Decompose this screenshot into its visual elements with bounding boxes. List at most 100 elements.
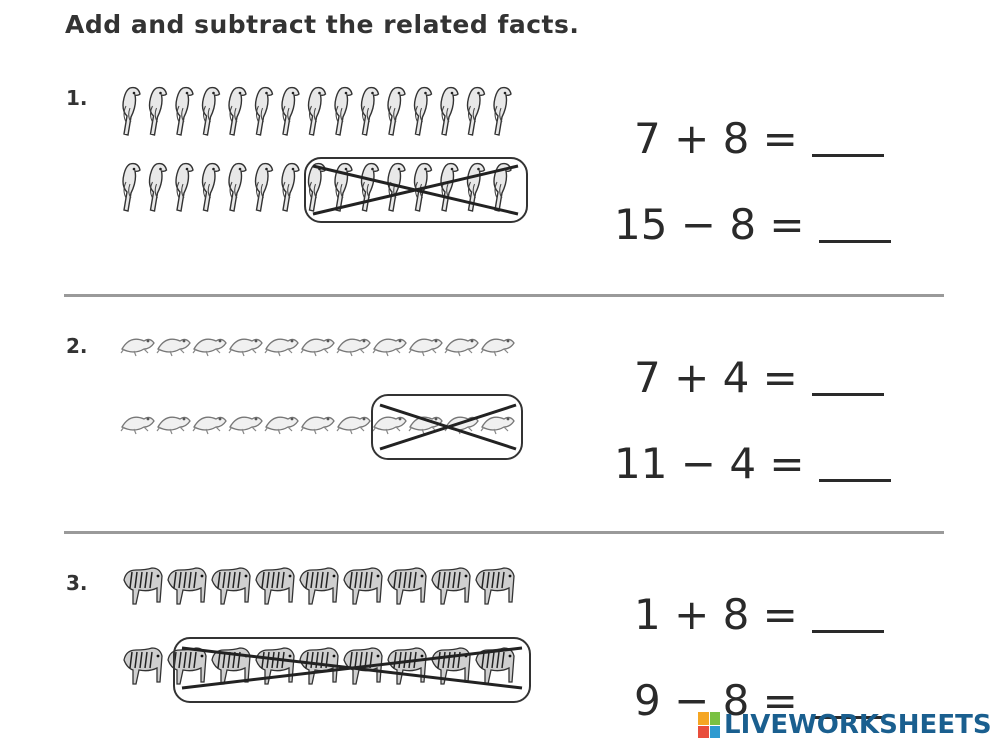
parrot-icon xyxy=(175,86,194,136)
problem-3-number: 3. xyxy=(66,571,88,595)
frog-row-top xyxy=(120,338,515,357)
frog-icon xyxy=(444,338,479,357)
cross-line xyxy=(379,403,517,451)
frog-icon xyxy=(156,416,191,435)
parrot-icon xyxy=(440,162,459,212)
tiger-icon xyxy=(475,567,515,605)
crossed-group-box xyxy=(304,157,528,223)
frog-icon xyxy=(408,416,443,435)
problem-2-subtraction: 11 − 4 = xyxy=(614,439,891,488)
tiger-icon xyxy=(167,567,207,605)
parrot-icon xyxy=(122,162,141,212)
problem-1-subtraction: 15 − 8 = xyxy=(614,200,891,249)
problem-1-picture xyxy=(122,86,528,223)
tiger-icon xyxy=(475,647,515,685)
parrot-icon xyxy=(254,86,274,136)
frog-icon xyxy=(372,416,407,435)
tiger-icon xyxy=(123,647,163,685)
frog-icon xyxy=(408,338,443,357)
frog-icon xyxy=(372,338,407,357)
frog-icon xyxy=(300,416,335,435)
tiger-icon xyxy=(299,567,339,605)
parrot-icon xyxy=(360,162,380,212)
parrot-icon xyxy=(440,86,459,136)
parrot-icon xyxy=(307,162,327,212)
tiger-row-top xyxy=(123,567,515,605)
parrot-icon xyxy=(413,86,433,136)
liveworksheets-logo: LIVEWORKSHEETS xyxy=(698,710,992,740)
tiger-icon xyxy=(387,567,427,605)
frog-icon xyxy=(480,416,515,435)
cross-line xyxy=(312,164,519,216)
parrot-icon xyxy=(228,162,247,212)
problem-2-addition: 7 + 4 = xyxy=(634,353,884,402)
parrot-icon xyxy=(360,86,380,136)
parrot-row-bottom xyxy=(122,162,512,212)
tiger-icon xyxy=(343,567,383,605)
parrot-icon xyxy=(334,86,353,136)
frog-icon xyxy=(120,338,155,357)
frog-icon xyxy=(264,416,299,435)
frog-icon xyxy=(192,416,227,435)
frog-icon xyxy=(264,338,299,357)
parrot-icon xyxy=(201,86,221,136)
parrot-icon xyxy=(281,86,300,136)
equation-text: 11 − 4 = xyxy=(614,439,805,488)
tiger-icon xyxy=(167,647,207,685)
tiger-icon xyxy=(387,647,427,685)
frog-icon xyxy=(228,338,263,357)
brand-name: LIVEWORKSHEETS xyxy=(724,710,992,740)
frog-icon xyxy=(228,416,263,435)
parrot-row-top xyxy=(122,86,512,136)
frog-icon xyxy=(480,338,515,357)
answer-blank[interactable] xyxy=(818,239,891,243)
liveworksheets-icon xyxy=(698,712,720,738)
frog-icon xyxy=(120,416,155,435)
parrot-icon xyxy=(334,162,353,212)
parrot-icon xyxy=(254,162,274,212)
section-divider xyxy=(64,531,944,534)
equation-text: 7 + 4 = xyxy=(634,353,798,402)
crossed-group-box xyxy=(371,394,523,460)
parrot-icon xyxy=(281,162,300,212)
answer-blank[interactable] xyxy=(811,153,884,157)
parrot-icon xyxy=(148,162,168,212)
parrot-icon xyxy=(228,86,247,136)
tiger-icon xyxy=(255,567,295,605)
problem-3-picture xyxy=(123,567,531,703)
equation-text: 7 + 8 = xyxy=(634,114,798,163)
problem-2-number: 2. xyxy=(66,334,88,358)
frog-icon xyxy=(336,338,371,357)
parrot-icon xyxy=(175,162,194,212)
frog-icon xyxy=(300,338,335,357)
problem-2-picture xyxy=(120,338,523,460)
tiger-icon xyxy=(123,567,163,605)
answer-blank[interactable] xyxy=(811,392,884,396)
parrot-icon xyxy=(387,86,406,136)
tiger-icon xyxy=(211,567,251,605)
cross-line xyxy=(181,646,523,690)
parrot-icon xyxy=(201,162,221,212)
frog-icon xyxy=(192,338,227,357)
tiger-icon xyxy=(211,647,251,685)
answer-blank[interactable] xyxy=(818,478,891,482)
answer-blank[interactable] xyxy=(811,715,884,719)
tiger-icon xyxy=(431,567,471,605)
tiger-row-bottom xyxy=(123,647,515,685)
answer-blank[interactable] xyxy=(811,629,884,633)
parrot-icon xyxy=(307,86,327,136)
parrot-icon xyxy=(493,162,512,212)
tiger-icon xyxy=(299,647,339,685)
frog-row-bottom xyxy=(120,416,515,435)
frog-icon xyxy=(156,338,191,357)
equation-text: 15 − 8 = xyxy=(614,200,805,249)
parrot-icon xyxy=(148,86,168,136)
section-divider xyxy=(64,294,944,297)
parrot-icon xyxy=(122,86,141,136)
parrot-icon xyxy=(493,86,512,136)
frog-icon xyxy=(336,416,371,435)
crossed-group-box xyxy=(173,637,531,703)
worksheet-title: Add and subtract the related facts. xyxy=(65,10,580,39)
problem-1-addition: 7 + 8 = xyxy=(634,114,884,163)
problem-3-addition: 1 + 8 = xyxy=(634,590,884,639)
